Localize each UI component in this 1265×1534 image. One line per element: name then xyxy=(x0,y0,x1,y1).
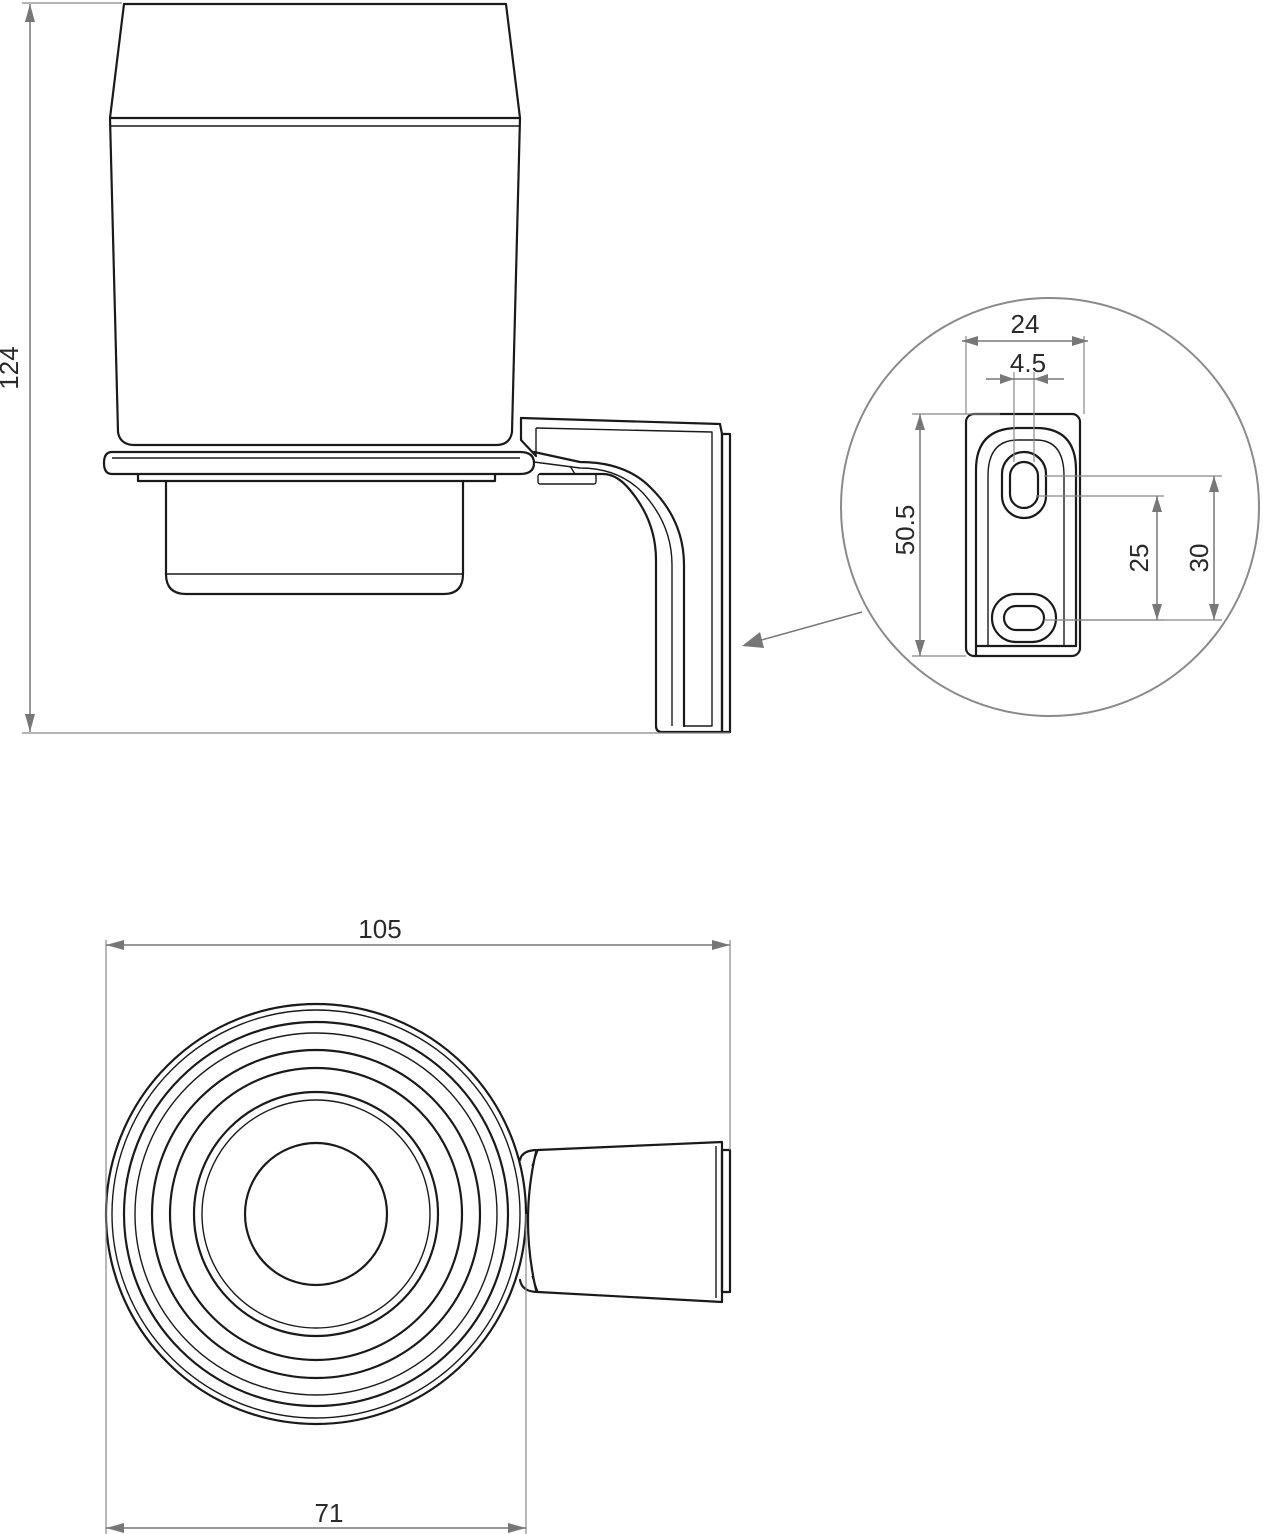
insert-cup xyxy=(164,479,465,596)
holder-ring-plate xyxy=(102,450,536,476)
slot-width-label: 4.5 xyxy=(1010,348,1046,378)
holder-arm xyxy=(532,450,686,728)
dimension-slot-width: 4.5 xyxy=(986,348,1064,462)
dimension-plate-width: 24 xyxy=(962,309,1088,414)
upper-slot xyxy=(1000,450,1048,520)
plate-width-label: 24 xyxy=(1011,309,1040,339)
slot-to-bottom-label: 30 xyxy=(1184,544,1214,573)
wall-mount-plate xyxy=(519,416,724,734)
dimension-slot-to-bottom: 30 xyxy=(1044,475,1222,621)
top-arm xyxy=(518,1140,724,1304)
dimension-hole-spacing: 25 xyxy=(1036,495,1164,621)
center-base xyxy=(243,1141,389,1287)
overall-width-label: 105 xyxy=(358,914,401,944)
dimension-plate-height: 50.5 xyxy=(890,413,1000,657)
dimension-overall-height: 124 xyxy=(0,2,730,734)
detail-circle xyxy=(840,297,1260,717)
dimension-cup-diameter: 71 xyxy=(105,1214,527,1534)
tumbler-body xyxy=(108,116,522,447)
hole-spacing-label: 25 xyxy=(1124,544,1154,573)
tumbler-top xyxy=(108,2,522,120)
back-plate xyxy=(964,412,1082,658)
overall-height-label: 124 xyxy=(0,346,24,389)
lower-slot xyxy=(990,592,1058,644)
plate-height-label: 50.5 xyxy=(890,505,920,556)
top-view xyxy=(104,1002,732,1426)
cup-diameter-label: 71 xyxy=(315,1498,344,1528)
side-view xyxy=(102,2,732,734)
dimension-overall-width: 105 xyxy=(105,914,731,1214)
detail-view: 24 4.5 50.5 25 xyxy=(840,297,1260,717)
detail-leader xyxy=(742,611,863,648)
